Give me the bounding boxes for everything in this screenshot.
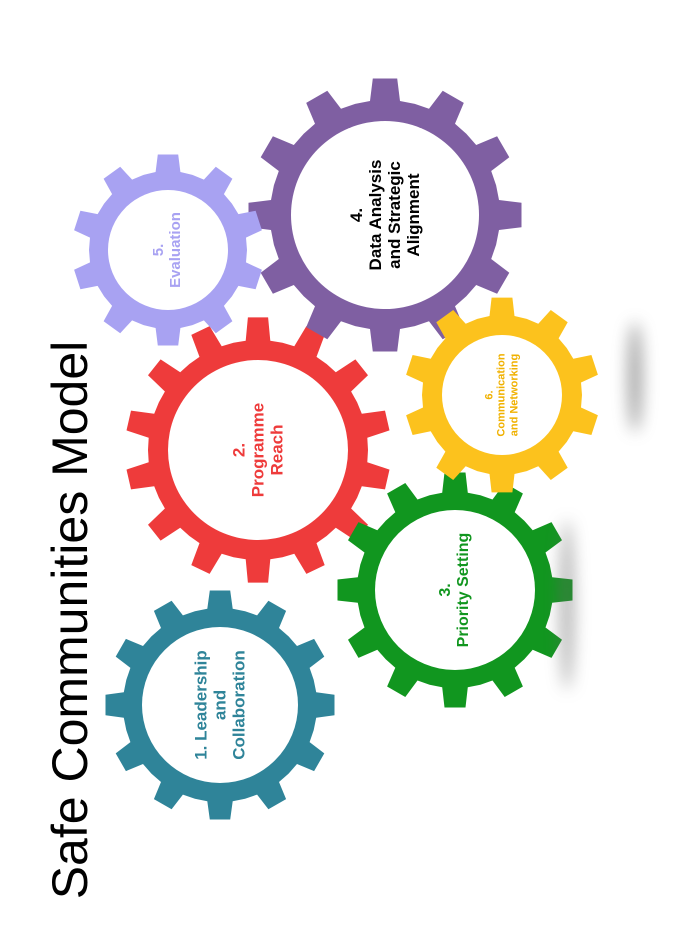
gear-6-communication-label-line: 6. [483,390,496,400]
gear-3-priority-setting-label: 3.Priority Setting [437,533,473,648]
gear-5-evaluation-label-line: Evaluation [167,212,184,288]
gear-2-programme-reach [126,317,390,583]
gear-4-data-analysis [248,78,522,352]
gear-6-communication [406,297,598,493]
gear-1-leadership [105,590,335,820]
gear-2-programme-reach-center [168,360,348,540]
gear-6-communication-label-line: and Networking [508,353,521,437]
gear-2-programme-reach-label-line: 2. [229,442,249,458]
gear-6-communication-center [442,335,562,455]
gear-3-priority-setting-center [375,510,535,670]
gear-6-communication-label-line: Communication [495,353,508,437]
gear-5-evaluation-label-line: 5. [150,243,168,257]
gear-4-data-analysis-label-line: 4. [346,207,366,223]
gear-4-data-analysis-label-line: Alignment [404,173,424,257]
gear-shadow [628,322,642,432]
gear-3-priority-setting-label-line: Priority Setting [455,532,472,648]
gear-2-programme-reach-label-line: Programme [248,402,268,498]
gear-1-leadership-label-line: Collaboration [229,650,249,760]
gear-5-evaluation-center [108,190,228,310]
gear-1-leadership-label-line: and [210,689,230,721]
gear-4-data-analysis-label-line: and Strategic [385,161,404,269]
gear-4-data-analysis-center [291,121,479,309]
gear-3-priority-setting [337,472,573,708]
gear-3-priority-setting-label-line: 3. [437,583,455,597]
gear-5-evaluation-label: 5.Evaluation [150,212,185,288]
gear-1-leadership-center [142,627,298,783]
gear-5-evaluation [74,154,262,346]
diagram-title: Safe Communities Model [42,340,98,900]
gear-1-leadership-label-line: 1. Leadership [191,650,211,760]
gear-shadow [560,520,574,690]
gear-4-data-analysis-label-line: Data Analysis [365,159,385,271]
gear-2-programme-reach-label-line: Reach [267,424,287,476]
